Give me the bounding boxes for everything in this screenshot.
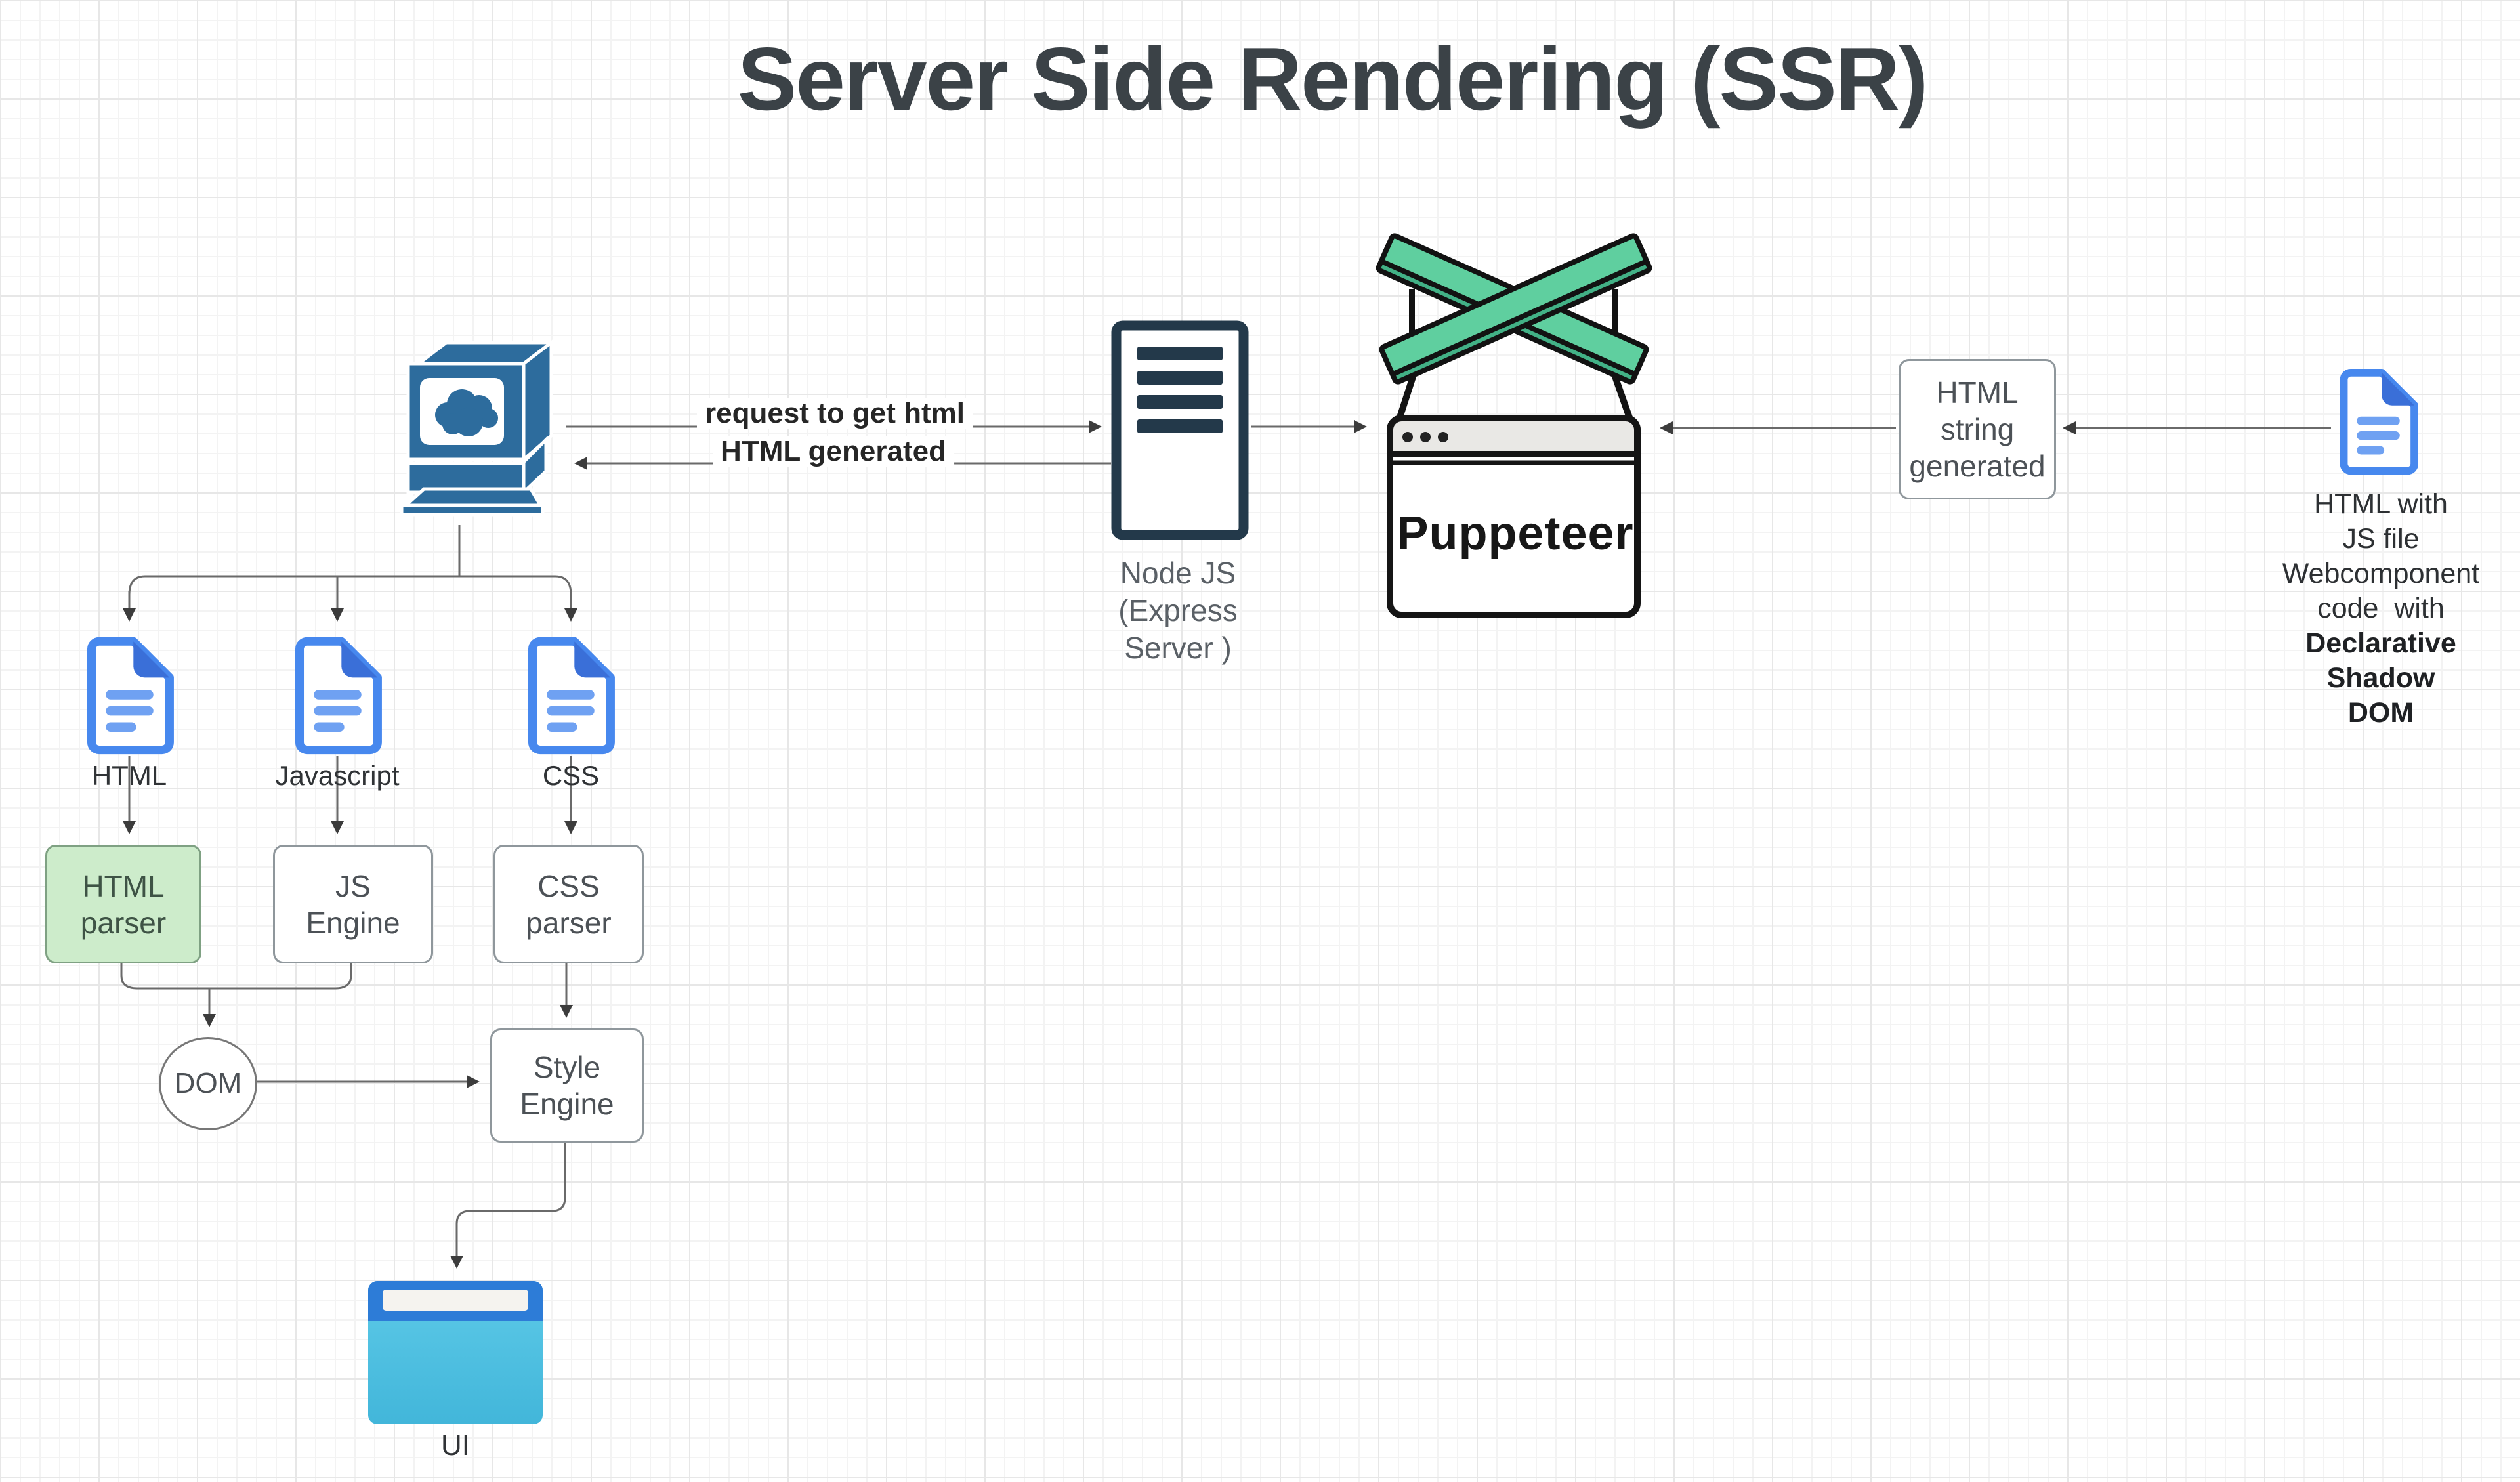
ssr-file-caption: HTML with JS file Webcomponent code with… (2264, 487, 2498, 730)
dom-node: DOM (159, 1037, 257, 1130)
style-to-ui-arrow (450, 1140, 566, 1269)
branch-line (128, 575, 572, 595)
nodejs-label-line: Server ) (1124, 631, 1232, 665)
html-string-line: HTML (1936, 375, 2019, 410)
box-line: Engine (520, 1087, 614, 1121)
caption-line: HTML with (2314, 488, 2448, 520)
request-arrow-label: request to get html (696, 398, 973, 429)
box-line: parser (526, 905, 612, 940)
html-string-generated-box: HTML string generated (1899, 359, 2056, 499)
box-line: parser (80, 905, 167, 940)
nodejs-label-line: Node JS (1120, 556, 1236, 590)
js-engine-box: JS Engine (273, 845, 433, 963)
puppet-string-left (1395, 371, 1418, 423)
puppeteer-cross-bar (1379, 233, 1652, 385)
response-arrow-label: HTML generated (713, 436, 954, 467)
dom-label: DOM (174, 1067, 242, 1099)
nodejs-label: Node JS (Express Server ) (1070, 555, 1286, 667)
puppeteer-browser-window (1387, 415, 1641, 618)
html-file-label: HTML (91, 760, 167, 791)
nodejs-server-icon (1111, 320, 1249, 540)
ssr-html-file-icon (2340, 368, 2418, 475)
puppet-string-right (1610, 371, 1634, 423)
style-engine-box: Style Engine (490, 1028, 644, 1143)
box-line: HTML (82, 868, 165, 903)
client-computer-icon (397, 339, 556, 517)
box-line: CSS (537, 868, 600, 903)
caption-line: Webcomponent (2282, 558, 2480, 589)
nodejs-label-line: (Express (1118, 593, 1238, 627)
window-dots-icon (1402, 432, 1448, 442)
css-parser-box: CSS parser (494, 845, 644, 963)
html-string-line: string (1940, 412, 2015, 446)
css-file-label: CSS (542, 760, 600, 791)
html-parser-box: HTML parser (45, 845, 201, 963)
box-line: Style (533, 1050, 601, 1084)
javascript-file-label: Javascript (275, 760, 400, 791)
parser-merge-right (335, 961, 352, 990)
box-line: JS (335, 868, 371, 903)
parser-merge-left (120, 961, 335, 990)
caption-line-bold: Shadow (2326, 662, 2435, 694)
html-file-icon (87, 637, 174, 755)
caption-line-bold: Declarative (2305, 627, 2456, 659)
puppeteer-icon (1376, 233, 1652, 618)
cloud-icon (435, 389, 498, 436)
caption-line-bold: DOM (2347, 697, 2414, 729)
caption-line: code with (2317, 593, 2445, 624)
puppeteer-label: Puppeteer (1396, 507, 1634, 560)
css-file-icon (528, 637, 615, 755)
javascript-file-icon (295, 637, 382, 755)
html-string-line: generated (1909, 449, 2046, 483)
address-bar (383, 1290, 528, 1311)
page-title: Server Side Rendering (SSR) (737, 29, 1929, 129)
ui-browser-icon (368, 1281, 543, 1424)
connector-lines (120, 420, 2331, 1269)
box-line: Engine (306, 905, 400, 940)
ui-label: UI (441, 1429, 470, 1462)
caption-line: JS file (2342, 523, 2420, 555)
